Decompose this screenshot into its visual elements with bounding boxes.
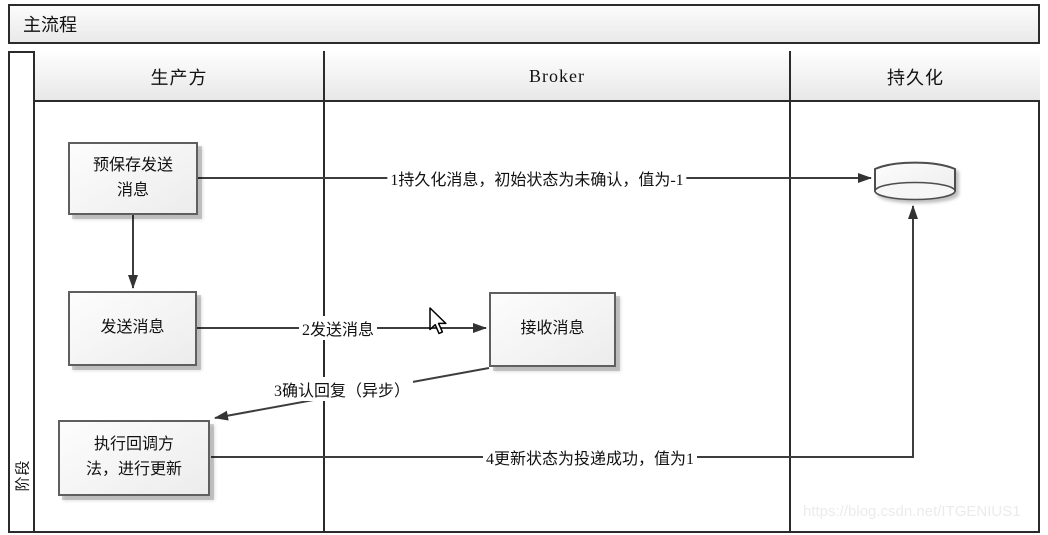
edge-label-send: 2发送消息 <box>298 316 378 340</box>
edge-label-persist: 1持久化消息，初始状态为未确认，值为-1 <box>387 166 687 190</box>
lane-header-label: 持久化 <box>887 67 944 88</box>
lane-header-producer: 生产方 <box>35 51 323 102</box>
node-send-message[interactable]: 发送消息 <box>68 291 197 366</box>
diagram-title-bar: 主流程 <box>8 4 1040 44</box>
lane-header-persistence: 持久化 <box>791 51 1040 102</box>
phase-column-divider <box>33 51 35 533</box>
lane-header-label: Broker <box>529 66 585 86</box>
node-execute-callback[interactable]: 执行回调方 法，进行更新 <box>58 420 210 496</box>
node-receive-message[interactable]: 接收消息 <box>489 292 616 367</box>
lane-header-broker: Broker <box>325 51 789 102</box>
diagram-title: 主流程 <box>23 15 77 35</box>
node-label: 执行回调方 法，进行更新 <box>85 436 182 478</box>
mouse-cursor-icon <box>429 307 447 335</box>
node-label: 发送消息 <box>100 319 165 337</box>
header-bottom-border <box>33 100 1040 102</box>
edge-label-update: 4更新状态为投递成功，值为1 <box>482 445 698 469</box>
node-label: 接收消息 <box>520 320 585 338</box>
edge-4-update-line <box>211 205 918 458</box>
edge-label-ack: 3确认回复（异步） <box>270 377 414 401</box>
lane-divider <box>323 51 325 533</box>
lane-divider <box>789 51 791 533</box>
node-presave-message[interactable]: 预保存发送 消息 <box>68 142 198 215</box>
lane-header-label: 生产方 <box>150 67 208 88</box>
lane-header-row <box>33 51 1040 102</box>
database-cylinder-icon[interactable] <box>870 154 965 210</box>
watermark: https://blog.csdn.net/ITGENIUS1 <box>803 503 1021 520</box>
node-label: 预保存发送 消息 <box>92 156 173 199</box>
